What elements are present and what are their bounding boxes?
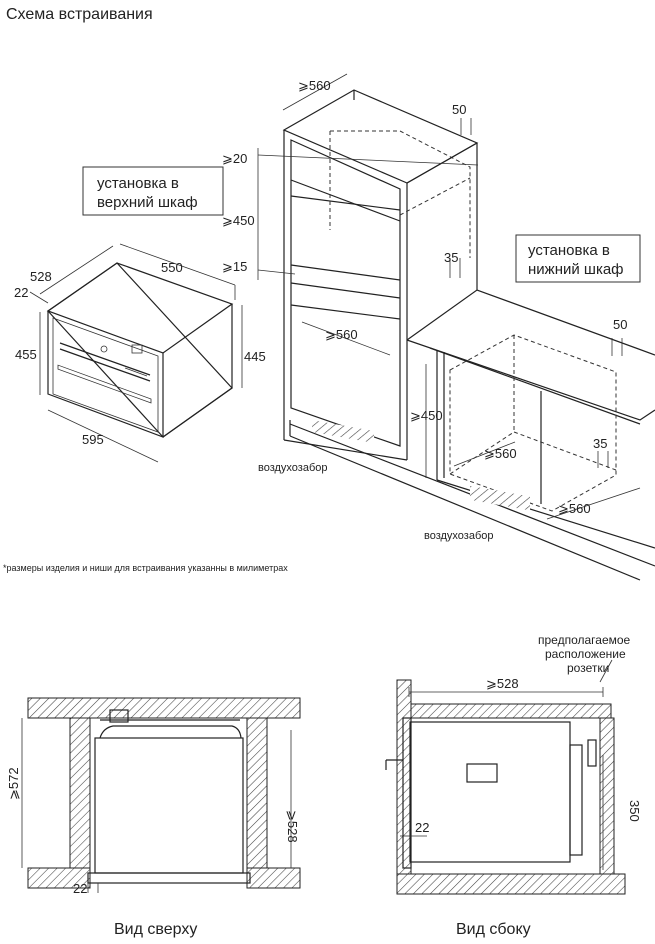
socket-label-line2: расположение: [545, 647, 626, 661]
top-view-label: Вид сверху: [114, 921, 197, 938]
page-title: Схема встраивания: [6, 6, 153, 23]
top-view-bottom-dim: 22: [73, 881, 87, 896]
lower-dim-rear-gap: 50: [613, 317, 627, 332]
upper-dim-depth-inner: ⩾560: [325, 327, 358, 342]
side-view-label: Вид сбоку: [456, 921, 531, 938]
callout-lower-line2: нижний шкаф: [528, 261, 624, 278]
callout-lower-line1: установка в: [528, 242, 610, 259]
side-view-front-dim: 22: [415, 820, 429, 835]
socket-label-line3: розетки: [567, 661, 609, 675]
socket-label-line1: предполагаемое: [538, 633, 631, 647]
lower-dim-depth-inner: ⩾560: [484, 446, 517, 461]
lower-dim-depth-outer: ⩾560: [558, 501, 591, 516]
upper-dim-rear-gap: 50: [452, 102, 466, 117]
upper-dim-gap-top: ⩾20: [222, 151, 247, 166]
callout-lower: установка в нижний шкаф: [515, 234, 641, 283]
side-view: [385, 659, 626, 895]
lower-dim-vent: 35: [593, 436, 607, 451]
upper-air-label: воздухозабор: [258, 462, 328, 474]
oven-isometric: [29, 243, 243, 463]
top-view-left-dim: ⩾572: [6, 767, 21, 800]
callout-upper-line1: установка в: [97, 175, 179, 192]
oven-dim-offset: 22: [14, 285, 28, 300]
oven-dim-height-right: 445: [244, 349, 266, 364]
upper-dim-gap-bottom: ⩾15: [222, 259, 247, 274]
top-view-right-dim: ⩾528: [285, 810, 300, 843]
top-view: [21, 697, 301, 893]
oven-dim-width-top: 550: [161, 260, 183, 275]
callout-upper: установка в верхний шкаф: [82, 166, 224, 216]
footnote: *размеры изделия и ниши для встраивания …: [3, 563, 288, 573]
lower-air-label: воздухозабор: [424, 530, 494, 542]
side-view-right-dim: 350: [627, 800, 642, 822]
upper-cabinet: [257, 73, 479, 461]
oven-dim-width-bottom: 595: [82, 432, 104, 447]
lower-cabinet: [289, 289, 655, 581]
oven-dim-depth: 528: [30, 269, 52, 284]
oven-dim-height-left: 455: [15, 347, 37, 362]
lower-dim-height: ⩾450: [410, 408, 443, 423]
upper-dim-depth-top: ⩾560: [298, 78, 331, 93]
upper-dim-height: ⩾450: [222, 213, 255, 228]
side-view-top-dim: ⩾528: [486, 676, 519, 691]
upper-dim-vent: 35: [444, 250, 458, 265]
callout-upper-line2: верхний шкаф: [97, 194, 198, 211]
